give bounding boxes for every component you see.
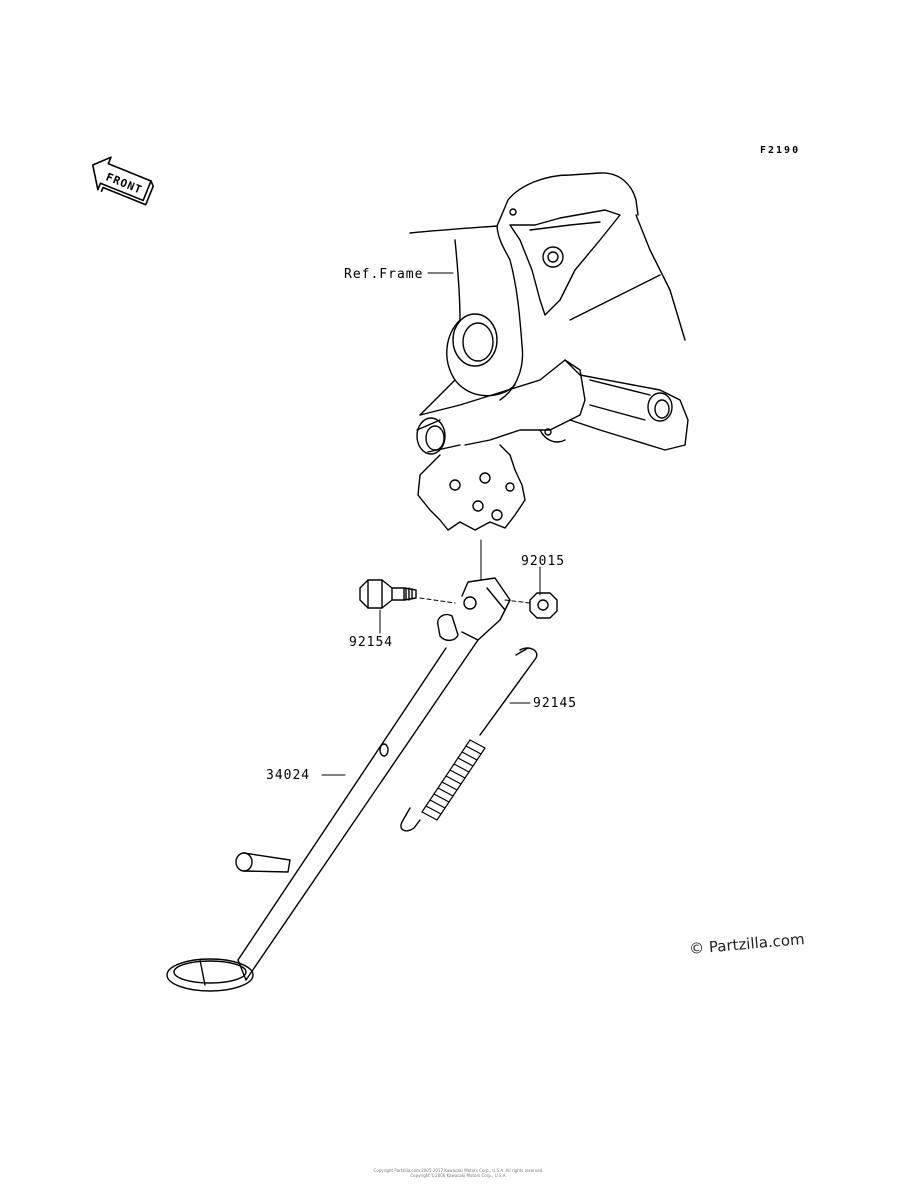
front-arrow-icon: FRONT [91,156,155,206]
part-number-92015: 92015 [521,554,565,569]
ref-frame-label: Ref.Frame [344,267,423,282]
figure-code-label: F2190 [760,145,800,156]
part-number-34024: 34024 [266,768,310,783]
part-number-92145: 92145 [533,696,577,711]
nut-92015-part [529,592,558,619]
copyright-footer: Copyright Partzilla.com 2005-2017 Kawasa… [0,1168,917,1178]
bolt-92154-part [359,579,417,609]
copyright-line-1: Copyright Partzilla.com 2005-2017 Kawasa… [373,1168,544,1173]
side-stand-34024-part [166,577,511,992]
spring-92145-part [400,647,538,832]
reference-frame-drawing [409,172,689,531]
copyright-line-2: Copyright ©2006 Kawasaki Motors Corp., U… [410,1173,507,1178]
part-number-92154: 92154 [349,635,393,650]
